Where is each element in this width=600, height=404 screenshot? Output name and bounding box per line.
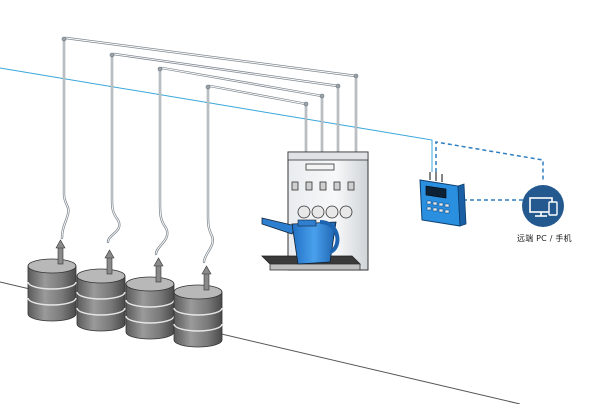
flow-meters [297,205,353,219]
cabinet-display [305,163,335,171]
pipe-network [60,36,359,264]
dashed-link-upper [435,141,544,182]
controller-keypad [426,200,450,214]
oil-drums [27,239,223,348]
oil-drum [27,239,77,322]
monitor-phone-icon [522,185,564,227]
remote-pc-phone-label: 远端 PC / 手机 [517,234,572,243]
controller-device [419,172,467,227]
signal-line [0,67,433,172]
controller-screen [425,185,447,199]
oil-drum [173,265,223,348]
dispensing-nozzles [291,181,355,191]
oil-drum [125,257,175,340]
oil-jug [261,217,340,265]
dispensing-cabinet [261,151,369,271]
oil-drum [76,249,126,332]
